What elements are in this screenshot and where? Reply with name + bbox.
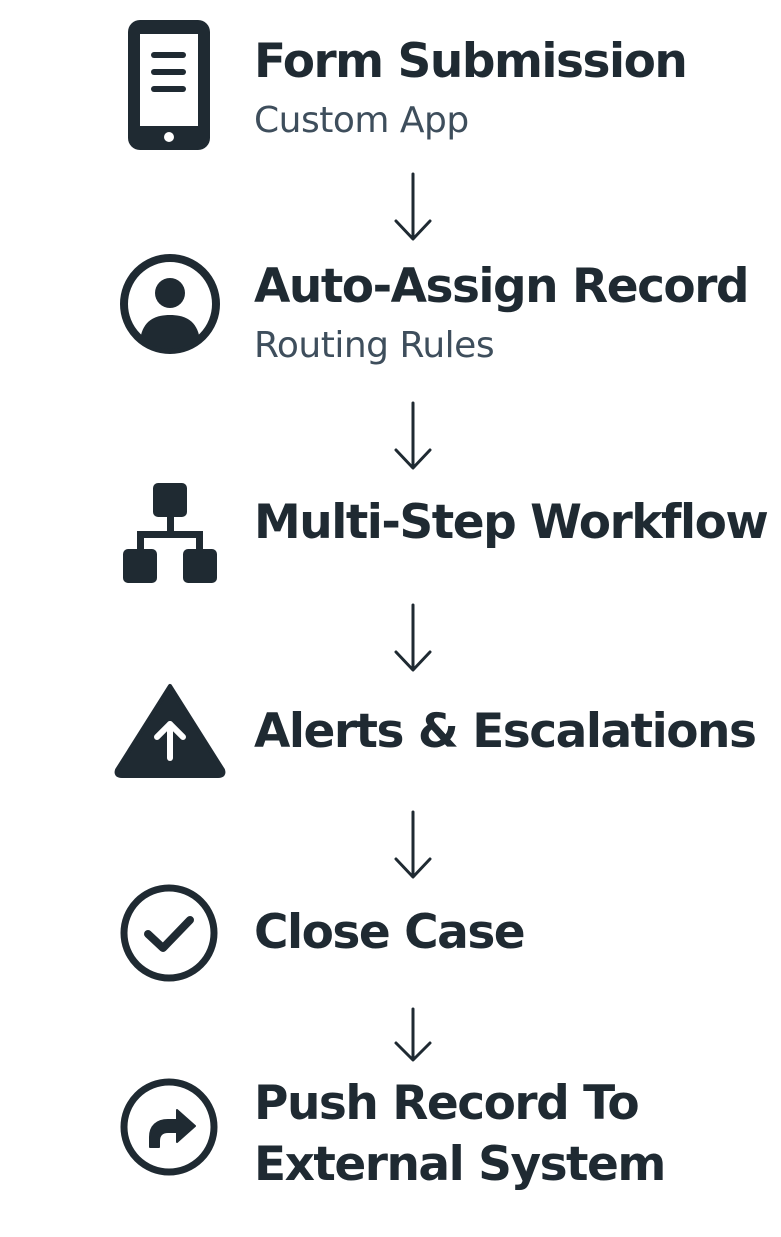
arrow-down-icon bbox=[393, 603, 433, 673]
step-title-form-submission: Form Submission bbox=[254, 34, 688, 89]
phone-form-icon bbox=[128, 20, 210, 150]
arrow-down-icon bbox=[393, 810, 433, 880]
warning-triangle-up-icon bbox=[113, 682, 227, 778]
user-circle-icon bbox=[119, 253, 221, 355]
step-subtitle-routing-rules: Routing Rules bbox=[254, 325, 495, 366]
step-title-alerts-escalations: Alerts & Escalations bbox=[254, 704, 757, 759]
check-circle-icon bbox=[119, 883, 219, 983]
forward-circle-icon bbox=[119, 1077, 219, 1177]
step-title-multi-step-workflow: Multi-Step Workflow bbox=[254, 495, 769, 550]
arrow-down-icon bbox=[393, 401, 433, 471]
step-title-push-record-line2: External System bbox=[254, 1137, 666, 1192]
step-title-close-case: Close Case bbox=[254, 905, 526, 960]
arrow-down-icon bbox=[393, 1007, 433, 1063]
hierarchy-icon bbox=[123, 483, 217, 583]
step-title-auto-assign-record: Auto-Assign Record bbox=[254, 259, 750, 314]
arrow-down-icon bbox=[393, 172, 433, 242]
step-title-push-record-line1: Push Record To bbox=[254, 1076, 640, 1131]
step-subtitle-custom-app: Custom App bbox=[254, 100, 469, 141]
